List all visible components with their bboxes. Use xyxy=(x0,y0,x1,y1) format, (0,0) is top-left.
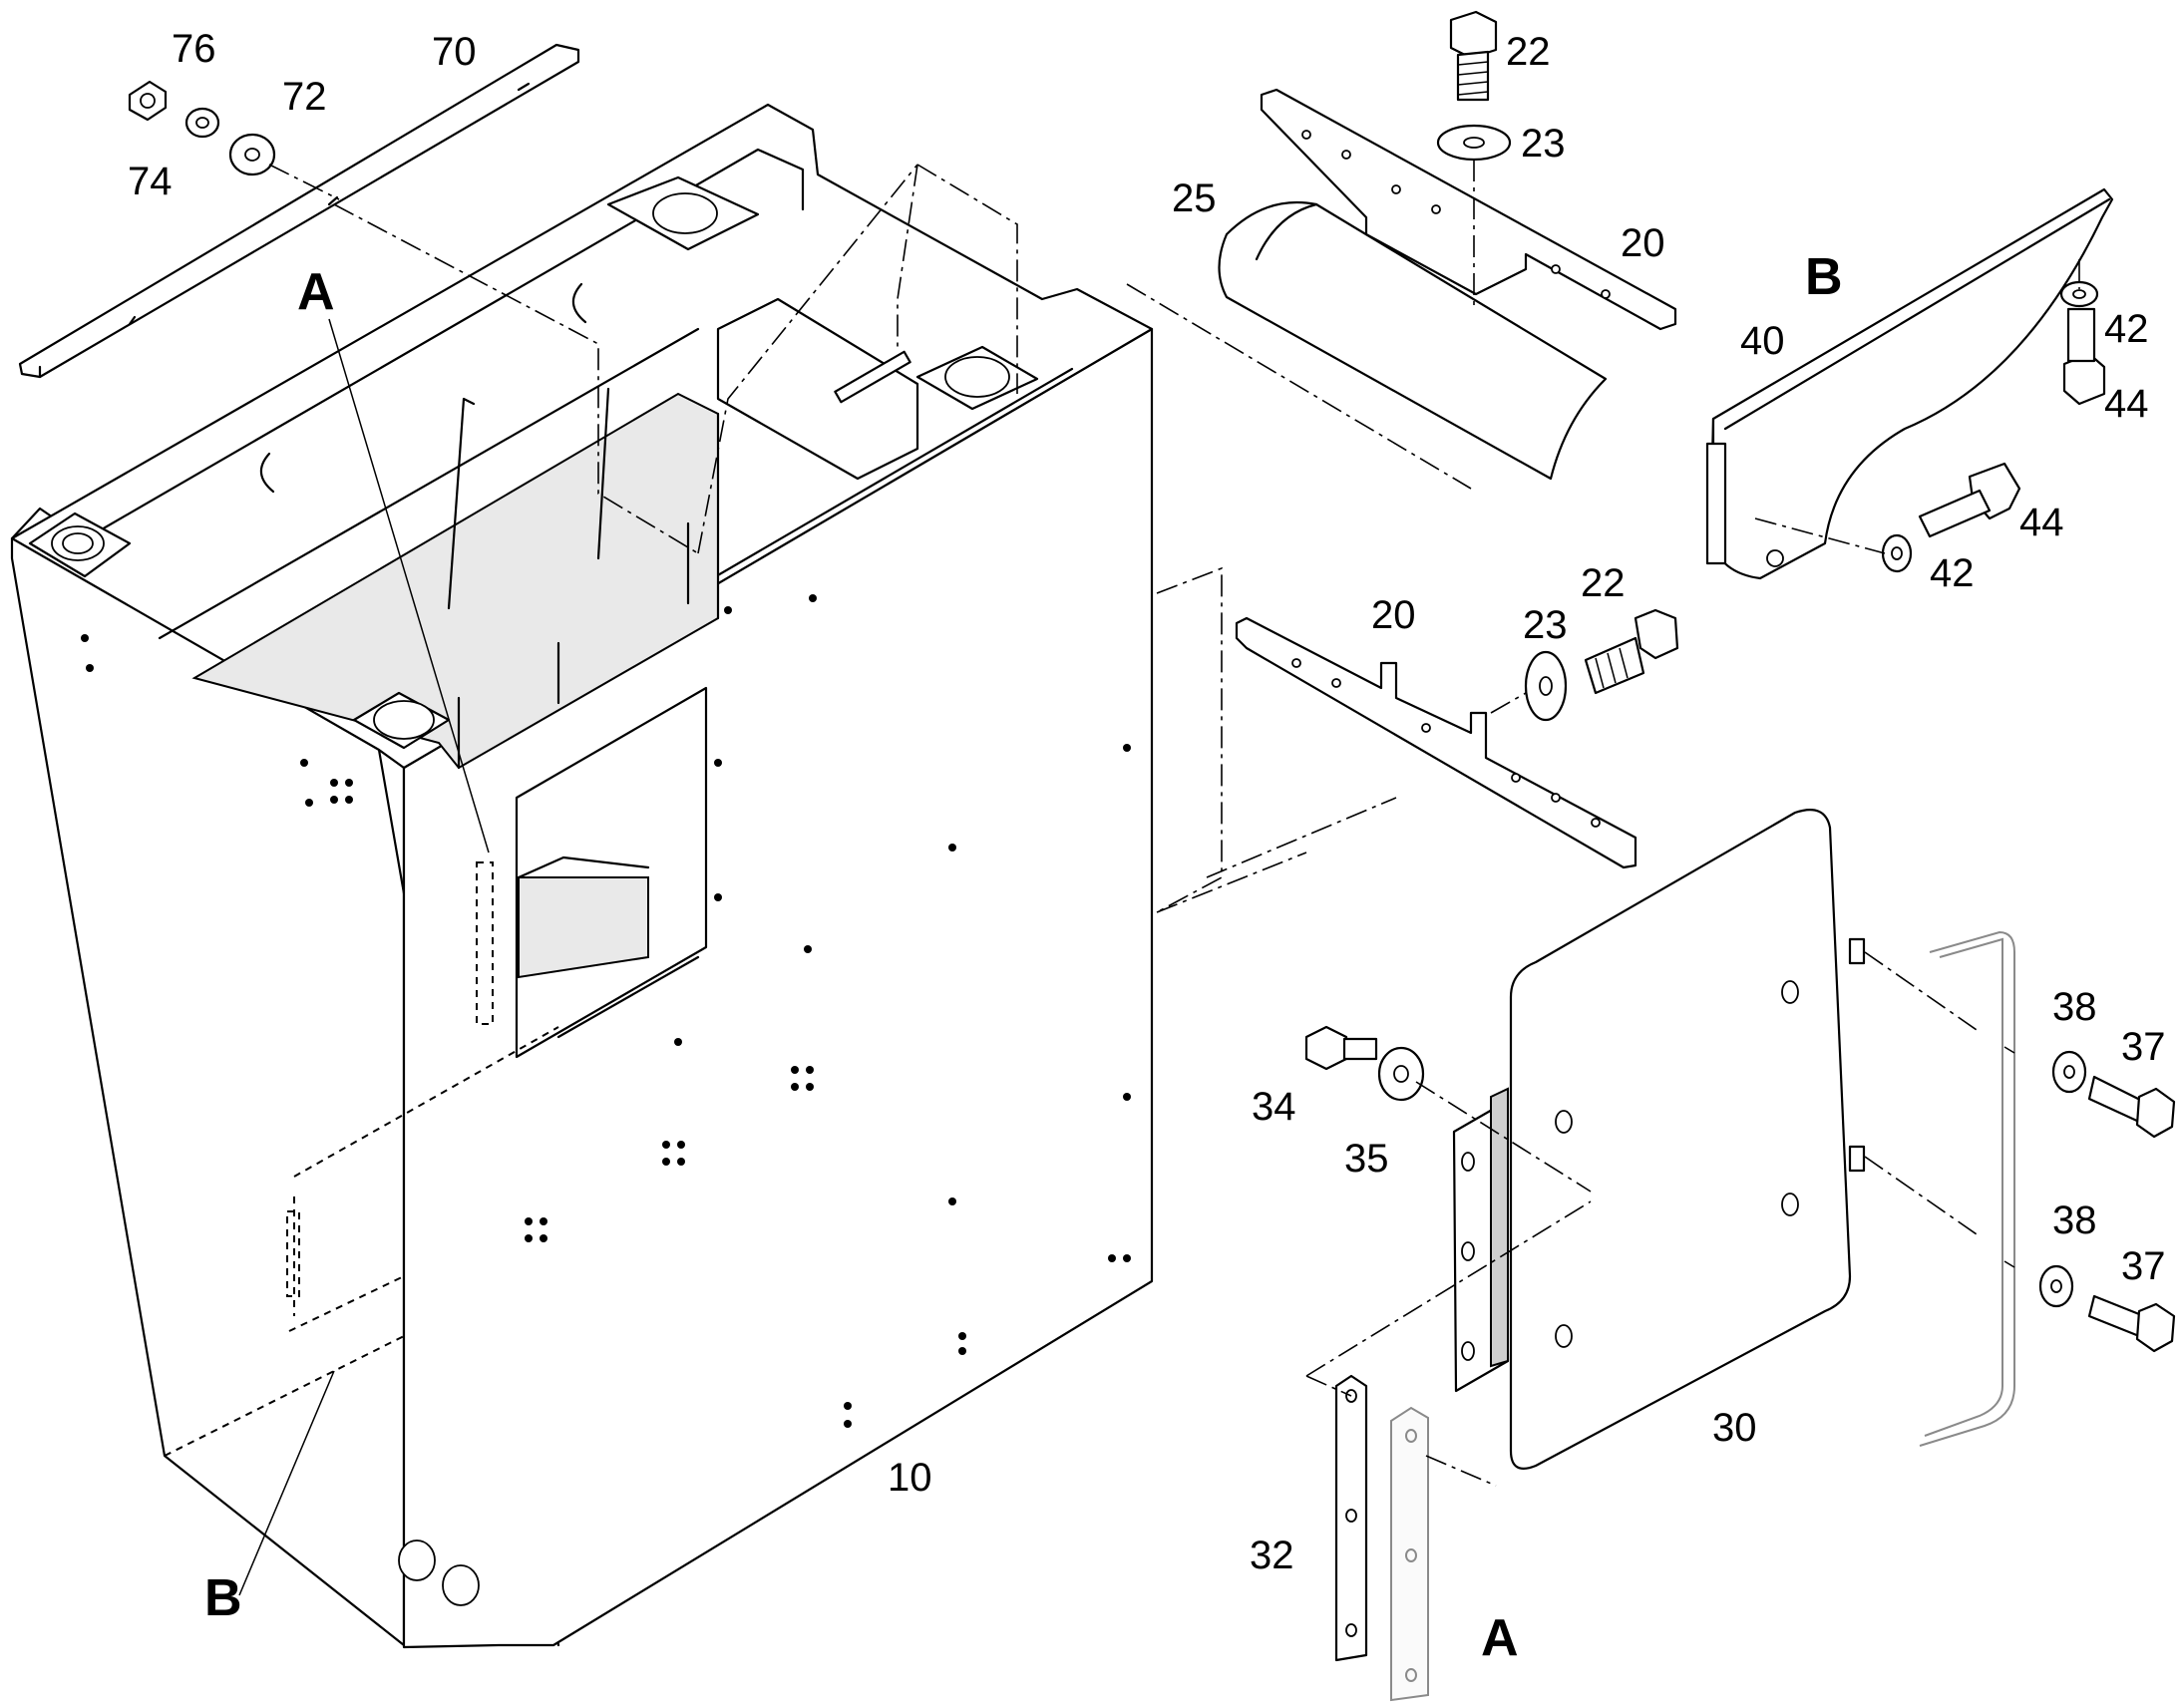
callout-23-middle: 23 xyxy=(1523,603,1568,647)
washer-74 xyxy=(184,107,220,139)
callout-30: 30 xyxy=(1712,1406,1757,1450)
callout-38-upper: 38 xyxy=(2052,985,2097,1029)
bolt-34 xyxy=(1304,1025,1378,1071)
view-labels: A B B A xyxy=(204,248,1843,1667)
callout-20-top: 20 xyxy=(1621,221,1665,265)
corner-boss-right xyxy=(915,345,1039,411)
corner-boss-front xyxy=(352,691,451,750)
callout-76: 76 xyxy=(172,27,216,71)
view-label-b-detail: B xyxy=(1805,248,1843,306)
hinge xyxy=(1452,1087,1510,1393)
washer-42-lower xyxy=(1881,533,1913,573)
washer-23-middle xyxy=(1524,650,1568,722)
view-label-a-detail: A xyxy=(1481,1609,1519,1667)
bolt-22-middle xyxy=(1584,608,1679,695)
callout-35: 35 xyxy=(1344,1137,1389,1181)
view-label-a-top: A xyxy=(297,263,335,321)
callout-20-middle: 20 xyxy=(1371,593,1416,637)
detail-b-cover-40 xyxy=(1705,187,2114,580)
front-panel-holes xyxy=(81,594,1131,1428)
door-30 xyxy=(1509,809,1866,1470)
callout-10: 10 xyxy=(888,1456,932,1500)
callout-44-upper: 44 xyxy=(2104,382,2149,426)
callout-25: 25 xyxy=(1172,176,1217,220)
callout-42-upper: 42 xyxy=(2104,307,2149,351)
bolt-37-upper xyxy=(2087,1075,2176,1139)
mounting-plate-20-upper xyxy=(1260,88,1677,331)
bolt-22-top xyxy=(1449,10,1498,102)
cabinet-housing xyxy=(10,103,1154,1649)
callout-37-upper: 37 xyxy=(2121,1025,2166,1069)
washer-42-upper xyxy=(2059,280,2099,308)
callout-38-lower: 38 xyxy=(2052,1198,2097,1242)
callout-42-lower: 42 xyxy=(1930,551,1975,595)
callout-32: 32 xyxy=(1250,1534,1294,1577)
callout-44-lower: 44 xyxy=(2019,501,2064,544)
washer-23-top xyxy=(1436,124,1512,162)
cylinder-cover-25 xyxy=(1218,200,1608,481)
washer-35 xyxy=(1377,1046,1425,1102)
washer-38-upper xyxy=(2051,1050,2087,1094)
corner-boss-left xyxy=(28,512,132,578)
top-rail xyxy=(18,43,580,379)
callout-72: 72 xyxy=(282,75,327,119)
callout-40: 40 xyxy=(1740,319,1785,363)
strip-32-ghost xyxy=(1390,1406,1429,1702)
nut-76 xyxy=(128,80,168,122)
strip-32 xyxy=(1334,1374,1368,1662)
view-label-b-bottom: B xyxy=(204,1569,242,1627)
callout-22-middle: 22 xyxy=(1581,561,1626,605)
washer-72 xyxy=(228,133,276,176)
callout-22-top: 22 xyxy=(1506,30,1551,74)
callout-labels: 76 70 72 74 22 23 25 20 40 42 44 44 42 2… xyxy=(128,27,2166,1577)
callout-74: 74 xyxy=(128,160,173,203)
bolt-44-lower xyxy=(1918,462,2021,538)
mounting-plate-20-middle xyxy=(1235,616,1637,869)
washer-38-lower xyxy=(2038,1264,2074,1308)
callout-70: 70 xyxy=(432,30,477,74)
corner-boss-rear xyxy=(606,175,760,251)
callout-34: 34 xyxy=(1252,1085,1296,1129)
callout-37-lower: 37 xyxy=(2121,1244,2166,1288)
callout-23-top: 23 xyxy=(1521,122,1566,166)
bolt-44-upper xyxy=(2062,307,2106,406)
bolt-37-lower xyxy=(2087,1294,2176,1353)
